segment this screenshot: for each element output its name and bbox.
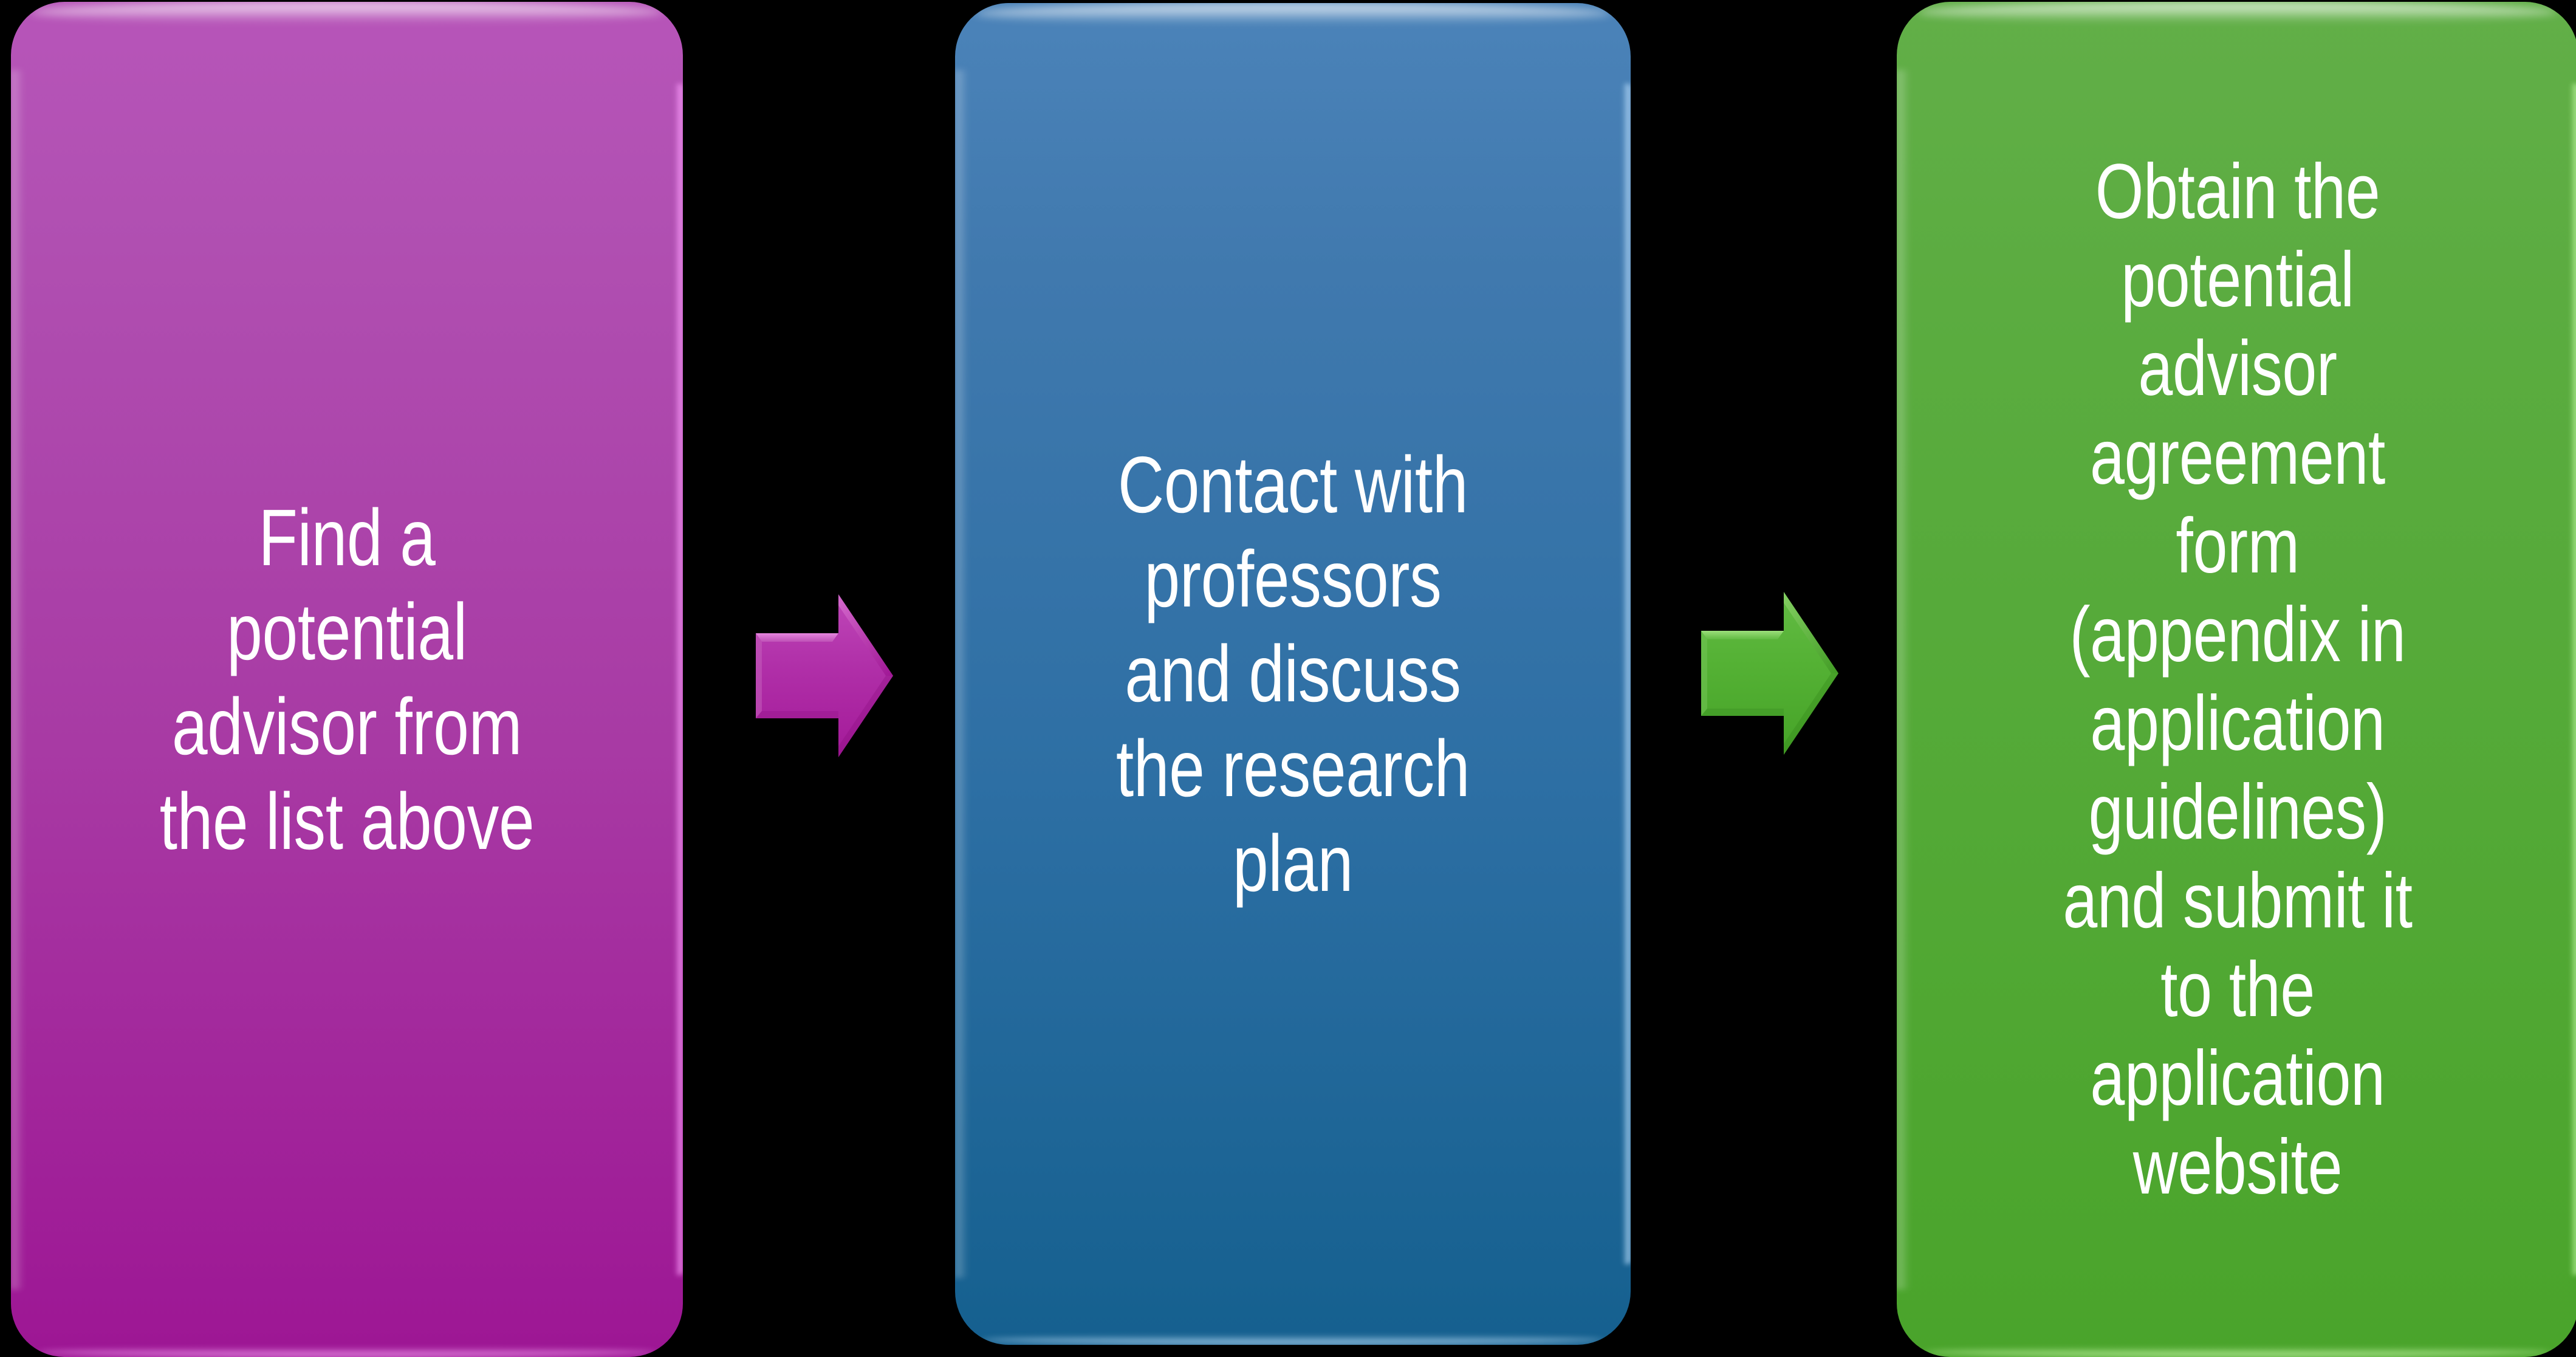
process-step-label: Contact with professors and discuss the … bbox=[1115, 439, 1470, 908]
edge-highlight-bottom bbox=[1923, 1347, 2552, 1357]
right-block-arrow-icon bbox=[1693, 587, 1843, 760]
right-block-arrow-icon bbox=[747, 589, 898, 762]
process-step-obtain-agreement-form[interactable]: Obtain the potential advisor agreement f… bbox=[1897, 2, 2576, 1357]
edge-highlight-right bbox=[674, 83, 683, 1276]
edge-highlight-bottom bbox=[982, 1335, 1604, 1345]
process-step-contact-professors[interactable]: Contact with professors and discuss the … bbox=[955, 3, 1631, 1345]
process-step-label: Find a potential advisor from the list a… bbox=[159, 492, 535, 866]
edge-highlight-right bbox=[1622, 83, 1631, 1265]
process-step-label: Obtain the potential advisor agreement f… bbox=[2063, 148, 2413, 1211]
process-step-find-advisor[interactable]: Find a potential advisor from the list a… bbox=[11, 2, 683, 1357]
edge-highlight-bottom bbox=[38, 1347, 656, 1357]
edge-highlight-right bbox=[2570, 83, 2576, 1276]
